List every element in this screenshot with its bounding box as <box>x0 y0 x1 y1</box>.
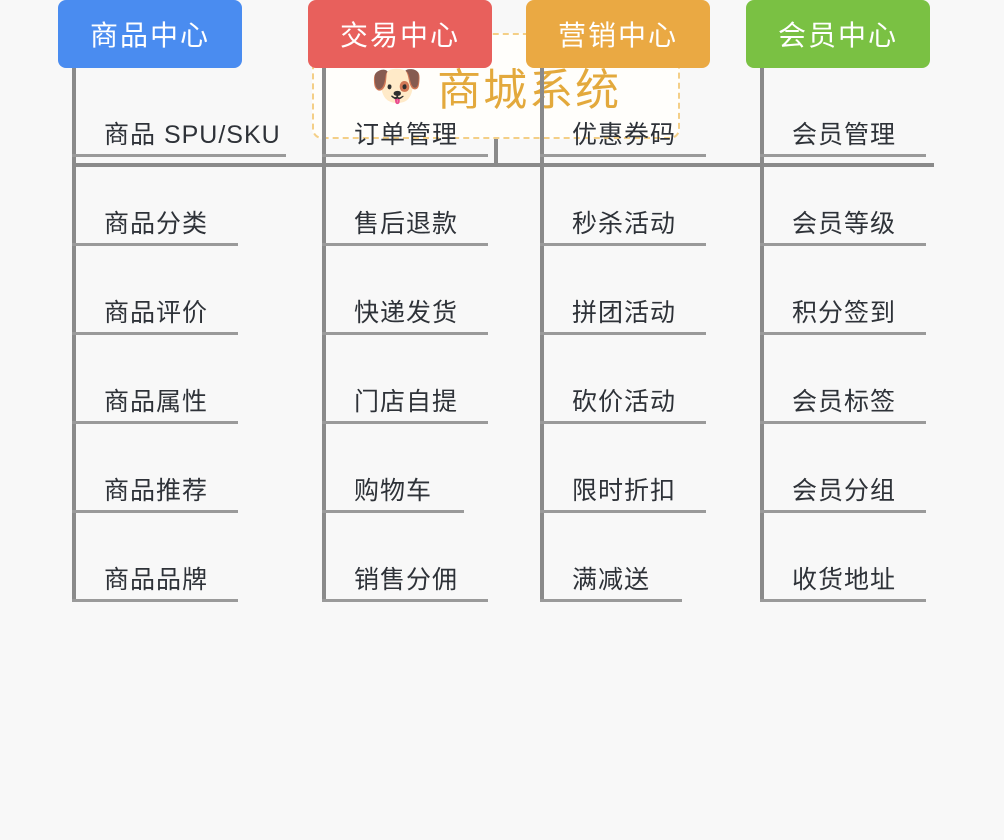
column-product-center: 商品中心商品 SPU/SKU 商品分类商品评价商品属性商品推荐商品品牌 <box>58 0 286 602</box>
leaf-item-label: 会员等级 <box>792 210 897 239</box>
leaf-item-label: 限时折扣 <box>572 477 677 506</box>
leaf-item-label: 收货地址 <box>792 566 897 595</box>
leaf-item-label: 快递发货 <box>354 299 459 328</box>
leaf-item[interactable]: 购物车 <box>322 424 464 513</box>
leaf-item[interactable]: 会员等级 <box>760 157 926 246</box>
leaf-item[interactable]: 砍价活动 <box>540 335 706 424</box>
leaf-item-label: 商品分类 <box>104 210 209 239</box>
leaf-item[interactable]: 销售分佣 <box>322 513 488 602</box>
category-label: 会员中心 <box>777 20 898 51</box>
leaf-item-label: 会员管理 <box>792 121 897 150</box>
leaf-item-label: 商品推荐 <box>104 477 209 506</box>
leaf-item[interactable]: 商品推荐 <box>72 424 238 513</box>
leaf-item[interactable]: 订单管理 <box>322 68 488 157</box>
leaf-item[interactable]: 会员分组 <box>760 424 926 513</box>
column-marketing-center: 营销中心优惠券码秒杀活动拼团活动砍价活动限时折扣满减送 <box>526 0 710 602</box>
leaf-item-label: 秒杀活动 <box>572 210 677 239</box>
leaf-item[interactable]: 快递发货 <box>322 246 488 335</box>
category-label: 商品中心 <box>89 20 210 51</box>
leaf-item[interactable]: 会员标签 <box>760 335 926 424</box>
leaf-item-label: 会员分组 <box>792 477 897 506</box>
column-trade-center: 交易中心订单管理售后退款快递发货门店自提购物车销售分佣 <box>308 0 492 602</box>
leaf-item-label: 会员标签 <box>792 388 897 417</box>
leaf-item[interactable]: 满减送 <box>540 513 682 602</box>
leaf-item[interactable]: 拼团活动 <box>540 246 706 335</box>
leaf-item[interactable]: 商品品牌 <box>72 513 238 602</box>
leaf-item-label: 商品评价 <box>104 299 209 328</box>
leaf-item[interactable]: 优惠券码 <box>540 68 706 157</box>
leaf-item[interactable]: 收货地址 <box>760 513 926 602</box>
column-member-center: 会员中心会员管理会员等级积分签到会员标签会员分组收货地址 <box>746 0 930 602</box>
leaf-item[interactable]: 秒杀活动 <box>540 157 706 246</box>
leaf-item[interactable]: 商品属性 <box>72 335 238 424</box>
leaf-item[interactable]: 积分签到 <box>760 246 926 335</box>
leaf-item[interactable]: 商品 SPU/SKU <box>72 68 286 157</box>
leaf-item-label: 商品 SPU/SKU <box>104 121 281 150</box>
leaf-item-label: 订单管理 <box>354 121 459 150</box>
leaf-item-label: 满减送 <box>572 566 651 595</box>
leaf-item-label: 售后退款 <box>354 210 459 239</box>
category-box-trade-center[interactable]: 交易中心 <box>308 0 492 68</box>
category-label: 营销中心 <box>557 20 678 51</box>
root-node-title: 商城系统 <box>437 66 622 115</box>
leaf-item-label: 优惠券码 <box>572 121 677 150</box>
leaf-item-label: 积分签到 <box>792 299 897 328</box>
leaf-item[interactable]: 商品评价 <box>72 246 238 335</box>
category-box-member-center[interactable]: 会员中心 <box>746 0 930 68</box>
leaf-item-label: 砍价活动 <box>572 388 677 417</box>
horizontal-connector-bar <box>72 163 934 167</box>
leaf-item-label: 商品属性 <box>104 388 209 417</box>
leaf-item[interactable]: 限时折扣 <box>540 424 706 513</box>
root-stem-line <box>494 139 498 165</box>
leaf-item-label: 购物车 <box>354 477 433 506</box>
leaf-item[interactable]: 会员管理 <box>760 68 926 157</box>
leaf-item-label: 拼团活动 <box>572 299 677 328</box>
leaf-item-label: 门店自提 <box>354 388 459 417</box>
leaf-item[interactable]: 售后退款 <box>322 157 488 246</box>
leaf-item[interactable]: 门店自提 <box>322 335 488 424</box>
leaf-item-label: 商品品牌 <box>104 566 209 595</box>
category-box-product-center[interactable]: 商品中心 <box>58 0 242 68</box>
category-label: 交易中心 <box>339 20 460 51</box>
leaf-item-label: 销售分佣 <box>354 566 459 595</box>
shiba-dog-face-icon: 🐶 <box>370 62 424 109</box>
leaf-item[interactable]: 商品分类 <box>72 157 238 246</box>
category-box-marketing-center[interactable]: 营销中心 <box>526 0 710 68</box>
